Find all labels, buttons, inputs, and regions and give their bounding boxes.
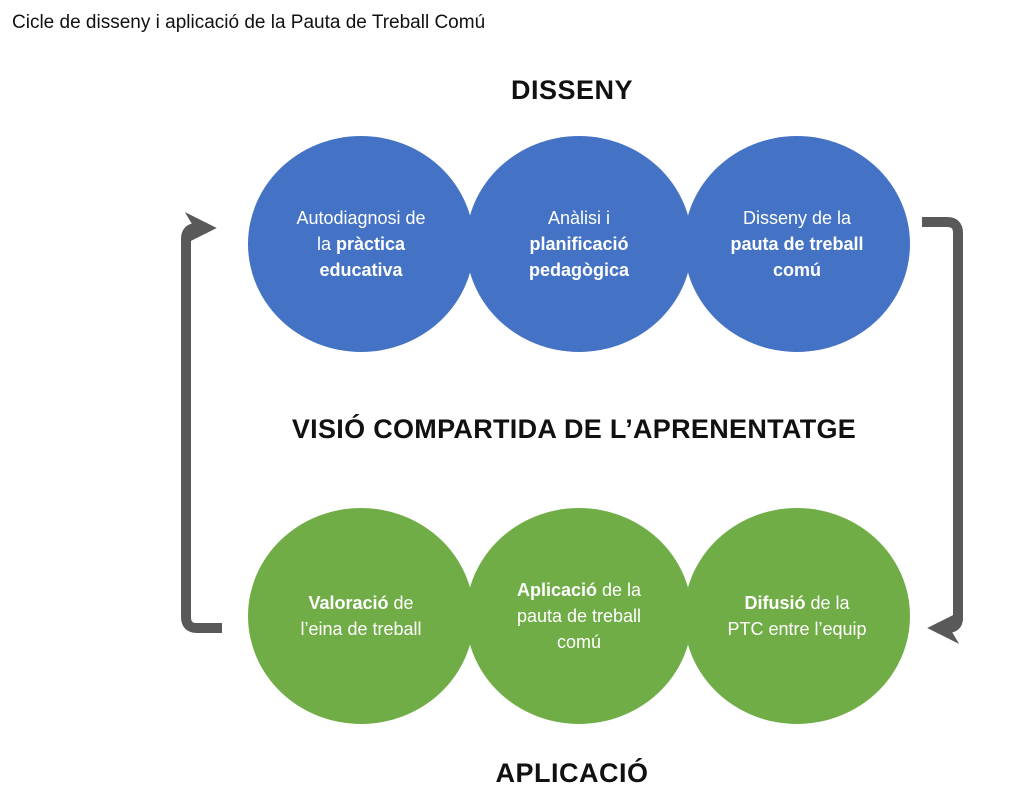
diagram-caption: Cicle de disseny i aplicació de la Pauta… bbox=[12, 12, 486, 33]
shared-vision-heading: VISIÓ COMPARTIDA DE L’APRENENTATGE bbox=[291, 414, 857, 444]
design-step-text: Autodiagnosi de la pràctica educativa bbox=[296, 208, 426, 280]
application-step-text: Valoració de l’eina de treball bbox=[300, 593, 422, 639]
design-step-text: Anàlisi i planificació pedagògica bbox=[528, 208, 630, 280]
design-step-text: Disseny de la pauta de treball comú bbox=[730, 208, 864, 280]
arrow-left-up bbox=[181, 211, 222, 633]
application-step-text: Difusió de la PTC entre l’equip bbox=[727, 593, 867, 639]
design-step-design-guideline: Disseny de la pauta de treball comú bbox=[684, 136, 910, 352]
application-step-dissemination: Difusió de la PTC entre l’equip bbox=[684, 508, 910, 724]
application-heading: APLICACIÓ bbox=[495, 758, 649, 788]
design-step-analysis-planning: Anàlisi i planificació pedagògica bbox=[466, 136, 692, 352]
application-step-implementation: Aplicació de la pauta de treball comú bbox=[466, 508, 692, 724]
application-step-text: Aplicació de la pauta de treball comú bbox=[516, 580, 642, 652]
design-heading: DISSENY bbox=[510, 75, 634, 105]
application-step-evaluation: Valoració de l’eina de treball bbox=[248, 508, 474, 724]
arrow-right-down bbox=[922, 217, 963, 645]
design-step-self-diagnosis: Autodiagnosi de la pràctica educativa bbox=[248, 136, 474, 352]
